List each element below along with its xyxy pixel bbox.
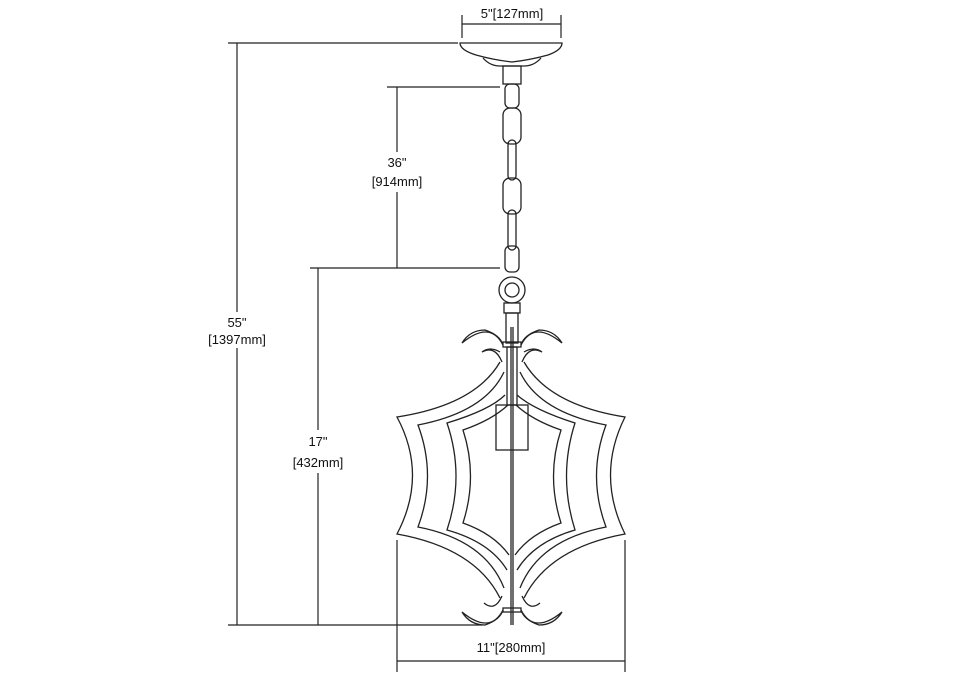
canopy bbox=[459, 42, 563, 85]
fixture-height-metric: [432mm] bbox=[293, 455, 344, 470]
canopy-width-label: 5"[127mm] bbox=[481, 6, 543, 21]
fixture-width-label: 11"[280mm] bbox=[477, 640, 546, 655]
chain-length-imperial: 36" bbox=[387, 155, 406, 170]
fixture-width-dimension: 11"[280mm] bbox=[396, 540, 626, 672]
chain bbox=[498, 83, 526, 344]
fixture-body bbox=[395, 327, 626, 626]
overall-height-imperial: 55" bbox=[227, 315, 246, 330]
fixture-height-dimension: 17" [432mm] bbox=[293, 268, 344, 625]
overall-height-dimension: 55" [1397mm] bbox=[208, 42, 482, 626]
overall-height-metric: [1397mm] bbox=[208, 332, 266, 347]
socket bbox=[495, 404, 529, 451]
fixture-height-imperial: 17" bbox=[308, 434, 327, 449]
chain-length-metric: [914mm] bbox=[372, 174, 423, 189]
chain-length-dimension: 36" [914mm] bbox=[310, 86, 500, 269]
canopy-width-dimension: 5"[127mm] bbox=[461, 6, 562, 38]
